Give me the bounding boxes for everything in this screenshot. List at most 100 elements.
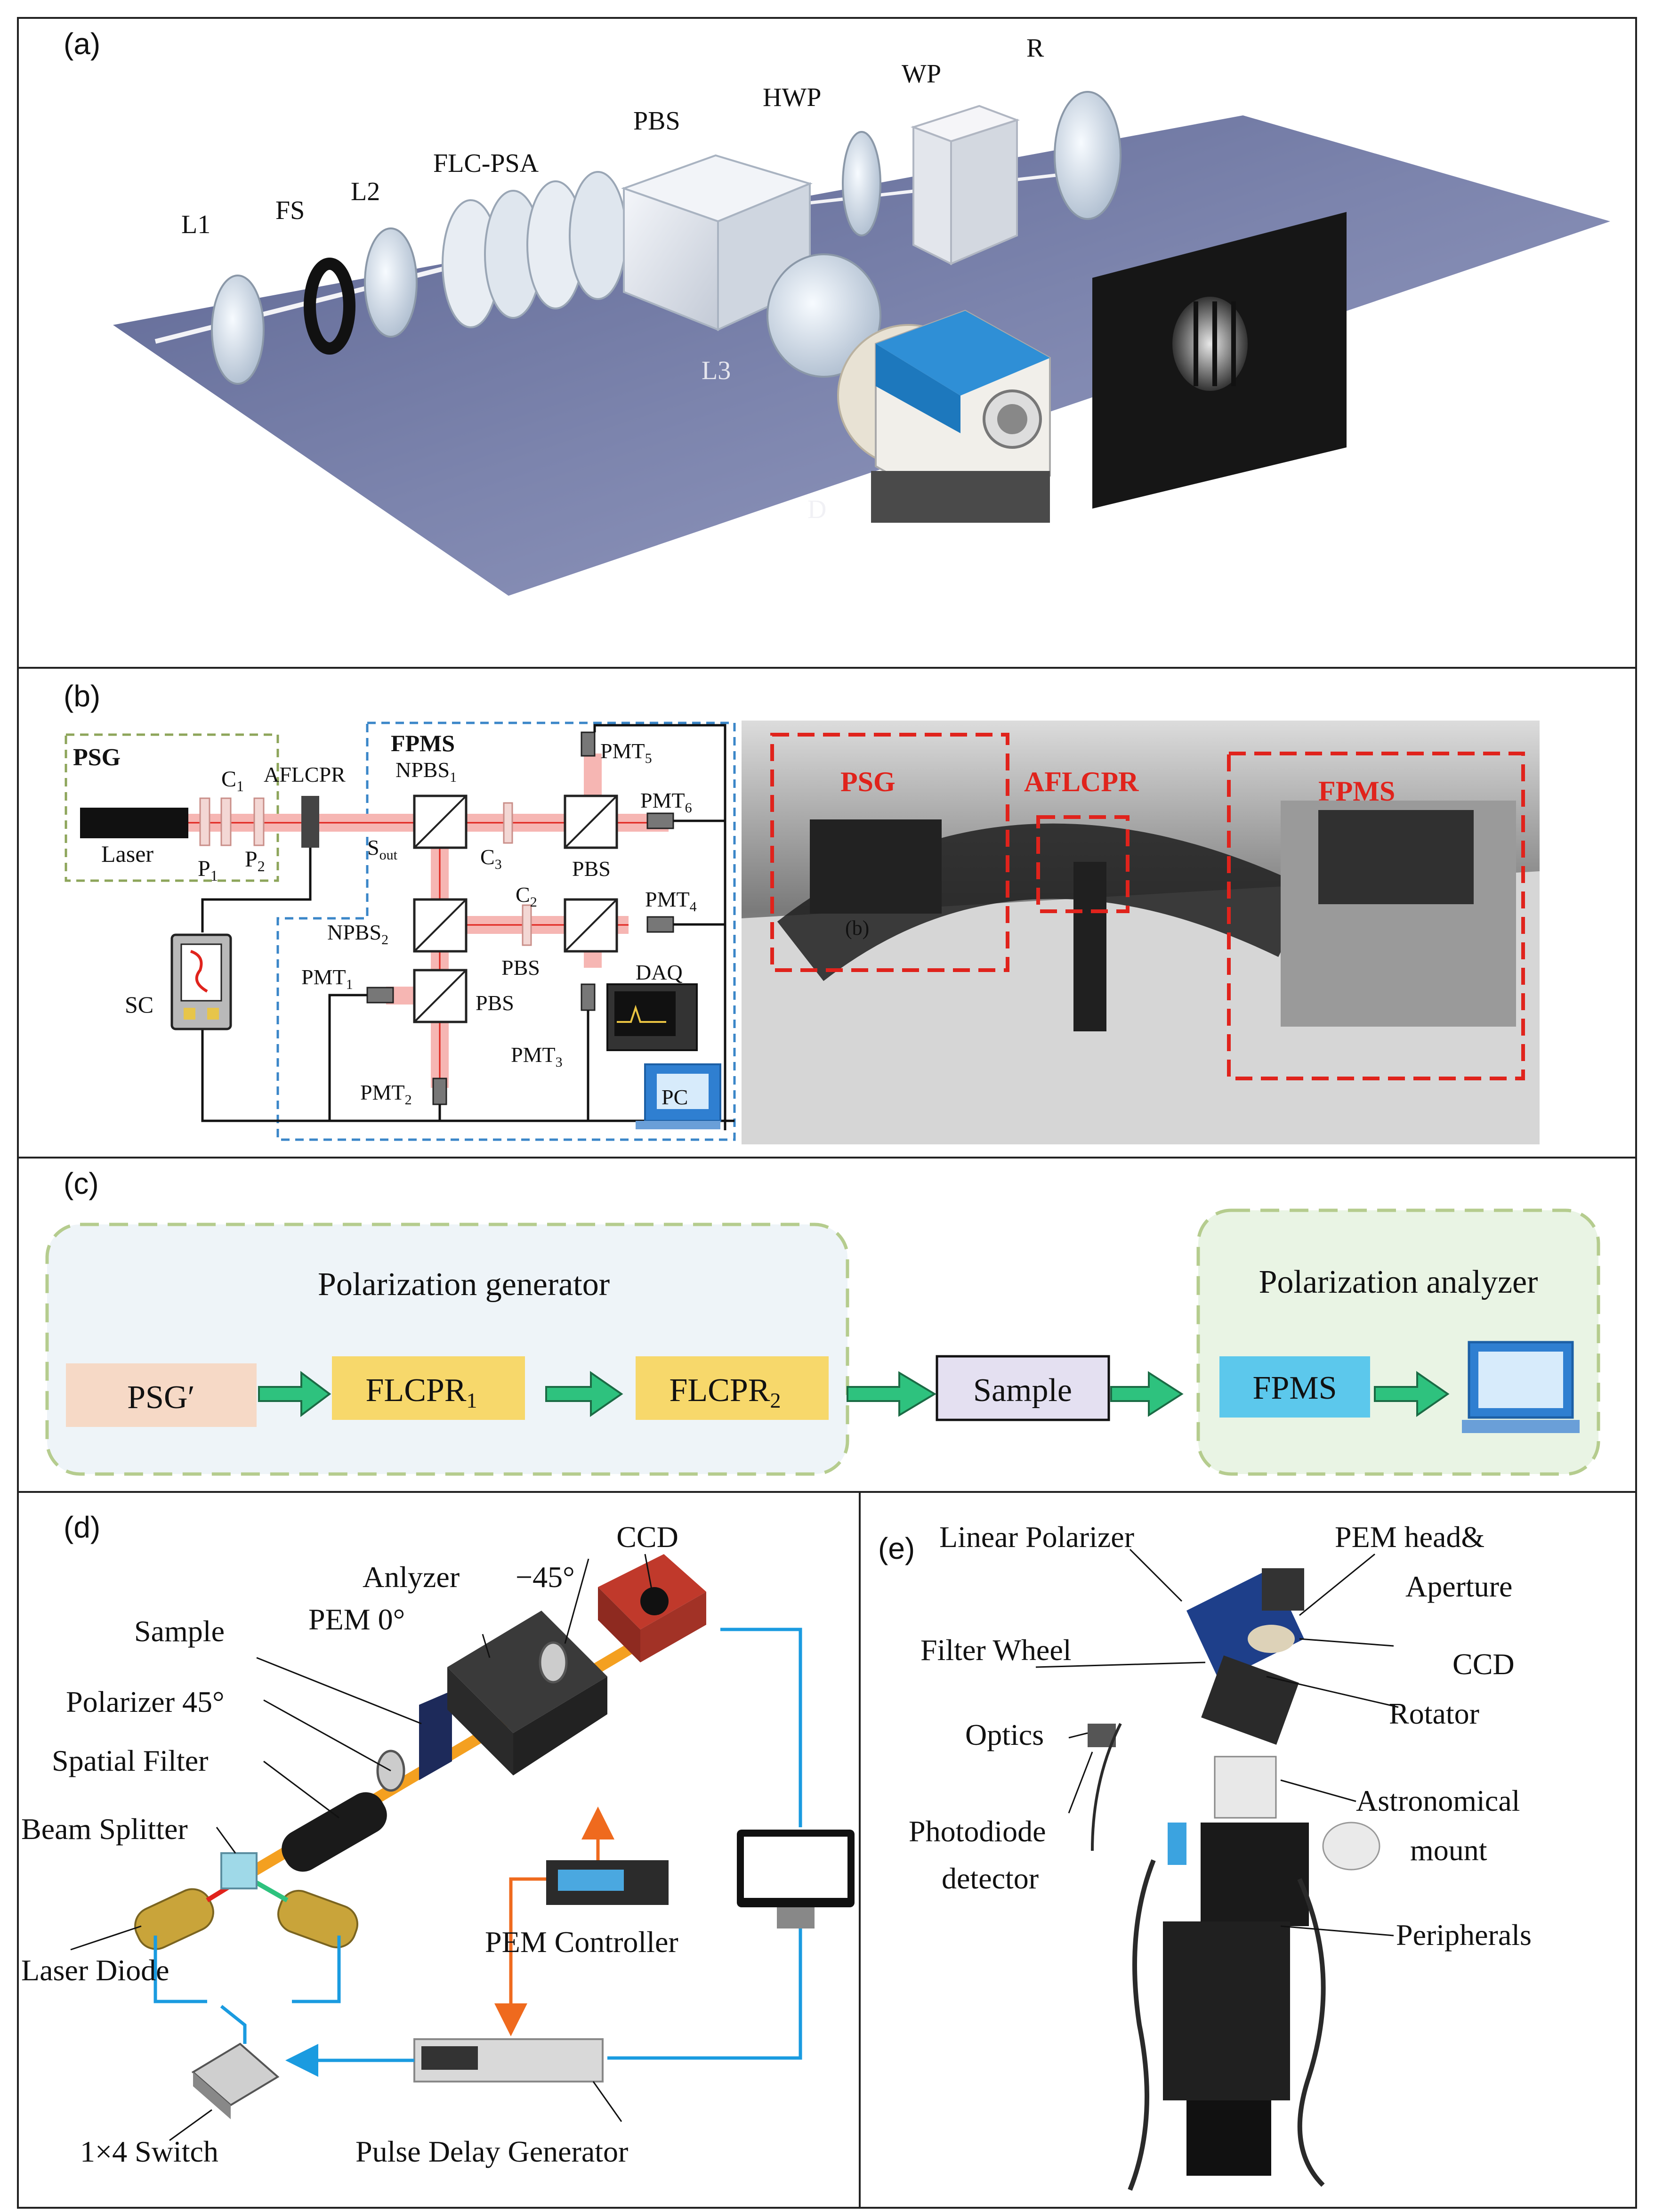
psg-prime-box: PSG′	[127, 1379, 195, 1416]
interference-screen	[1092, 212, 1347, 509]
photo-label-psg: PSG	[840, 766, 896, 797]
label-pc: PC	[662, 1085, 688, 1109]
panel-c: (c) Polarization generator Polarization …	[45, 1167, 1600, 1476]
generator-box	[45, 1223, 849, 1476]
label-hwp: HWP	[763, 83, 821, 112]
label-pem: PEM 0°	[308, 1603, 405, 1636]
photo-inner-mark: (b)	[845, 916, 869, 940]
label-laser: Laser	[101, 841, 153, 867]
label-p1: P1	[198, 856, 218, 884]
label-d: D	[807, 495, 826, 524]
label-l2: L2	[351, 177, 380, 206]
instrument-photo	[1088, 1568, 1380, 2191]
label-aperture: Aperture	[1405, 1570, 1512, 1603]
panel-b-photo: PSG AFLCPR FPMS (b)	[742, 721, 1540, 1144]
label-detector: detector	[942, 1862, 1039, 1895]
label-sample: Sample	[134, 1614, 225, 1648]
label-pmt3: PMT3	[511, 1043, 563, 1070]
label-wp: WP	[902, 59, 941, 89]
photo-box-aflcpr	[1036, 815, 1130, 913]
detector-camera	[837, 309, 1051, 523]
label-polarizer: Polarizer 45°	[66, 1685, 225, 1718]
generator-title: Polarization generator	[318, 1266, 610, 1303]
label-photodiode: Photodiode	[909, 1815, 1046, 1848]
label-filter-wheel: Filter Wheel	[920, 1633, 1072, 1667]
lens-r	[1054, 91, 1121, 220]
label-npbs2: NPBS2	[327, 920, 388, 948]
label-npbs1: NPBS1	[395, 758, 457, 785]
label-pem-head: PEM head&	[1335, 1520, 1485, 1554]
label-sout: Sout	[367, 835, 398, 863]
panel-label-e: (e)	[878, 1531, 915, 1565]
switch-1x4	[191, 2042, 280, 2119]
lens-l3	[766, 253, 881, 378]
label-l1: L1	[181, 210, 210, 239]
label-pmt1: PMT1	[301, 965, 353, 992]
label-pmt2: PMT2	[360, 1080, 412, 1108]
label-pulse-delay: Pulse Delay Generator	[355, 2135, 628, 2168]
label-ccd: CCD	[616, 1520, 678, 1554]
label-pbs-c: PBS	[476, 991, 514, 1015]
label-ccd-e: CCD	[1452, 1647, 1515, 1681]
analyzer-title: Polarization analyzer	[1259, 1264, 1538, 1300]
laser-diodes	[134, 1879, 358, 1950]
sample-plate	[419, 1691, 452, 1780]
photo-box-fpms	[1227, 752, 1525, 1080]
panel-label-b: (b)	[64, 679, 100, 713]
pbs-cube	[621, 154, 813, 332]
pbs-b-cube	[564, 898, 618, 953]
label-rotator: Rotator	[1389, 1697, 1479, 1730]
computer-icon	[1462, 1341, 1580, 1433]
fpms-box-c: FPMS	[1252, 1370, 1337, 1406]
aflcpr-element	[301, 796, 319, 848]
photo-label-fpms: FPMS	[1318, 776, 1395, 807]
monitor	[737, 1830, 855, 1928]
label-laser-diode: Laser Diode	[21, 1953, 169, 1987]
panel-borders	[17, 17, 1637, 2209]
label-c2: C2	[516, 883, 537, 910]
label-pbs: PBS	[633, 106, 680, 136]
photo-box-psg	[770, 733, 1009, 972]
label-aflcpr: AFLCPR	[264, 762, 346, 786]
label-c1: C1	[221, 767, 244, 794]
daq-device	[606, 983, 698, 1051]
pbs-a-cube	[564, 794, 618, 849]
pbs-c-cube	[413, 969, 468, 1023]
label-l3: L3	[702, 356, 731, 385]
pem-head	[447, 1611, 607, 1775]
label-optics: Optics	[965, 1718, 1044, 1751]
ccd-camera	[598, 1554, 706, 1662]
flow-arrows	[258, 1371, 1450, 1417]
label-analyzer: Anlyzer	[363, 1560, 460, 1594]
lens-l2	[364, 227, 418, 338]
panel-label-d: (d)	[64, 1510, 100, 1544]
panel-e: (e) L	[878, 1520, 1532, 2191]
label-sc: SC	[125, 991, 153, 1018]
label-switch: 1×4 Switch	[80, 2135, 218, 2168]
panel-label-c: (c)	[64, 1167, 99, 1200]
sample-box: Sample	[973, 1372, 1072, 1409]
label-c3: C3	[480, 845, 502, 872]
field-stop-fs	[304, 258, 355, 355]
laser-body	[80, 808, 188, 838]
label-psg: PSG	[73, 744, 121, 771]
label-pmt5: PMT5	[600, 739, 652, 766]
npbs2-cube	[413, 898, 468, 953]
wollaston-prism	[910, 105, 1020, 266]
label-spatial-filter: Spatial Filter	[52, 1744, 208, 1777]
sc-controller	[170, 933, 232, 1030]
label-fpms: FPMS	[391, 730, 455, 756]
label-r: R	[1026, 33, 1044, 63]
label-mount: mount	[1410, 1833, 1487, 1867]
label-analyzer-angle: −45°	[516, 1560, 575, 1594]
pc-icon	[636, 1063, 721, 1129]
label-pbs-b: PBS	[501, 956, 540, 980]
label-fs: FS	[275, 196, 305, 225]
label-peripherals: Peripherals	[1396, 1918, 1532, 1952]
fpms-box	[276, 721, 736, 1141]
label-pmt6: PMT6	[640, 788, 692, 816]
pulse-delay-generator	[413, 2038, 604, 2082]
flcpr1-box: FLCPR1	[366, 1372, 477, 1412]
label-pmt4: PMT4	[645, 887, 697, 915]
